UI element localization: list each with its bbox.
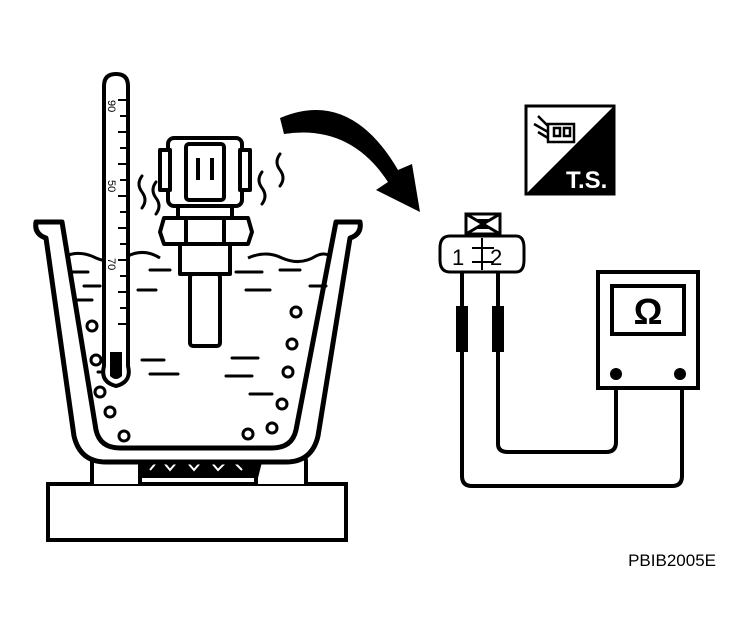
probe-lead-1 xyxy=(460,272,684,488)
ohmmeter-terminal xyxy=(610,368,622,380)
probe-tip-1 xyxy=(456,306,468,352)
curved-arrow-icon xyxy=(280,109,420,212)
ohmmeter-display xyxy=(610,284,686,336)
probe-leads xyxy=(460,272,684,488)
thermometer-tick-label: 90 xyxy=(105,100,117,112)
connector-icon xyxy=(533,115,576,144)
temperature-sensor xyxy=(158,136,254,348)
water-lines xyxy=(70,268,328,396)
pot xyxy=(33,219,363,465)
probe-tip-2 xyxy=(492,306,504,352)
harness-connector: 1 2 xyxy=(438,212,526,274)
ohmmeter: Ω xyxy=(596,270,700,390)
ohmmeter-terminal xyxy=(674,368,686,380)
ts-badge: T.S. xyxy=(524,104,616,196)
heating-setup: 90 50 70 xyxy=(33,71,363,542)
connector-pin-label: 1 xyxy=(452,245,464,270)
ts-badge-label: T.S. xyxy=(566,167,607,194)
probe-lead-2 xyxy=(496,272,618,454)
steam-icon xyxy=(137,152,285,216)
thermometer-tick-label: 70 xyxy=(105,258,117,270)
bubbles xyxy=(85,305,303,443)
stove-base xyxy=(46,482,348,542)
thermometer-tick-label: 50 xyxy=(105,180,117,192)
ohm-symbol: Ω xyxy=(634,291,663,332)
figure-code: PBIB2005E xyxy=(628,551,716,570)
connector-pin-label: 2 xyxy=(490,245,502,270)
thermometer: 90 50 70 xyxy=(101,71,131,389)
